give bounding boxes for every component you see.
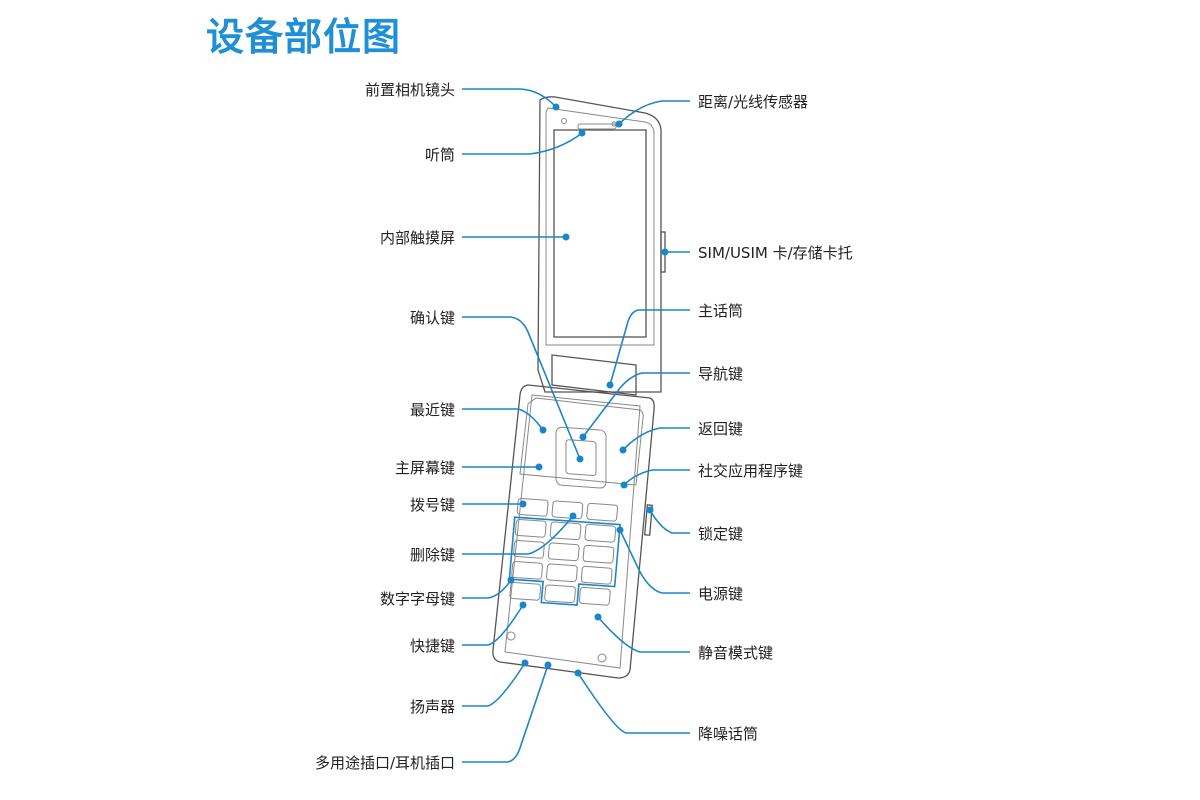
label-silent-mode-key: 静音模式键 (698, 644, 773, 662)
label-inner-touchscreen: 内部触摸屏 (380, 229, 455, 247)
right-labels: 距离/光线传感器 SIM/USIM 卡/存储卡托 主话筒 导航键 返回键 社交应… (698, 93, 853, 743)
label-noise-mic: 降噪话筒 (698, 725, 758, 743)
label-multipurpose-jack: 多用途插口/耳机插口 (315, 754, 455, 772)
label-speaker: 扬声器 (410, 698, 455, 716)
label-home-key: 主屏幕键 (395, 459, 455, 477)
label-delete-key: 删除键 (410, 546, 455, 564)
label-main-microphone: 主话筒 (698, 302, 743, 320)
label-front-camera: 前置相机镜头 (365, 81, 455, 99)
page-title: 设备部位图 (206, 15, 402, 59)
label-ok-key: 确认键 (410, 309, 455, 327)
label-recent-key: 最近键 (410, 401, 455, 419)
phone-illustration (492, 96, 666, 679)
left-labels: 前置相机镜头 听筒 内部触摸屏 确认键 最近键 主屏幕键 拨号键 删除键 数字字… (315, 81, 455, 772)
label-social-app-key: 社交应用程序键 (698, 462, 803, 480)
label-back-key: 返回键 (698, 420, 743, 438)
label-earpiece: 听筒 (425, 146, 455, 164)
label-sim-tray: SIM/USIM 卡/存储卡托 (698, 244, 853, 262)
label-alphanumeric-keys: 数字字母键 (380, 590, 455, 608)
label-proximity-sensor: 距离/光线传感器 (698, 93, 808, 111)
label-power-key: 电源键 (698, 585, 743, 603)
label-shortcut-key: 快捷键 (410, 637, 455, 655)
label-navigation-key: 导航键 (698, 365, 743, 383)
callout-lines (462, 88, 690, 763)
label-dial-key: 拨号键 (410, 496, 455, 514)
label-lock-key: 锁定键 (698, 525, 743, 543)
